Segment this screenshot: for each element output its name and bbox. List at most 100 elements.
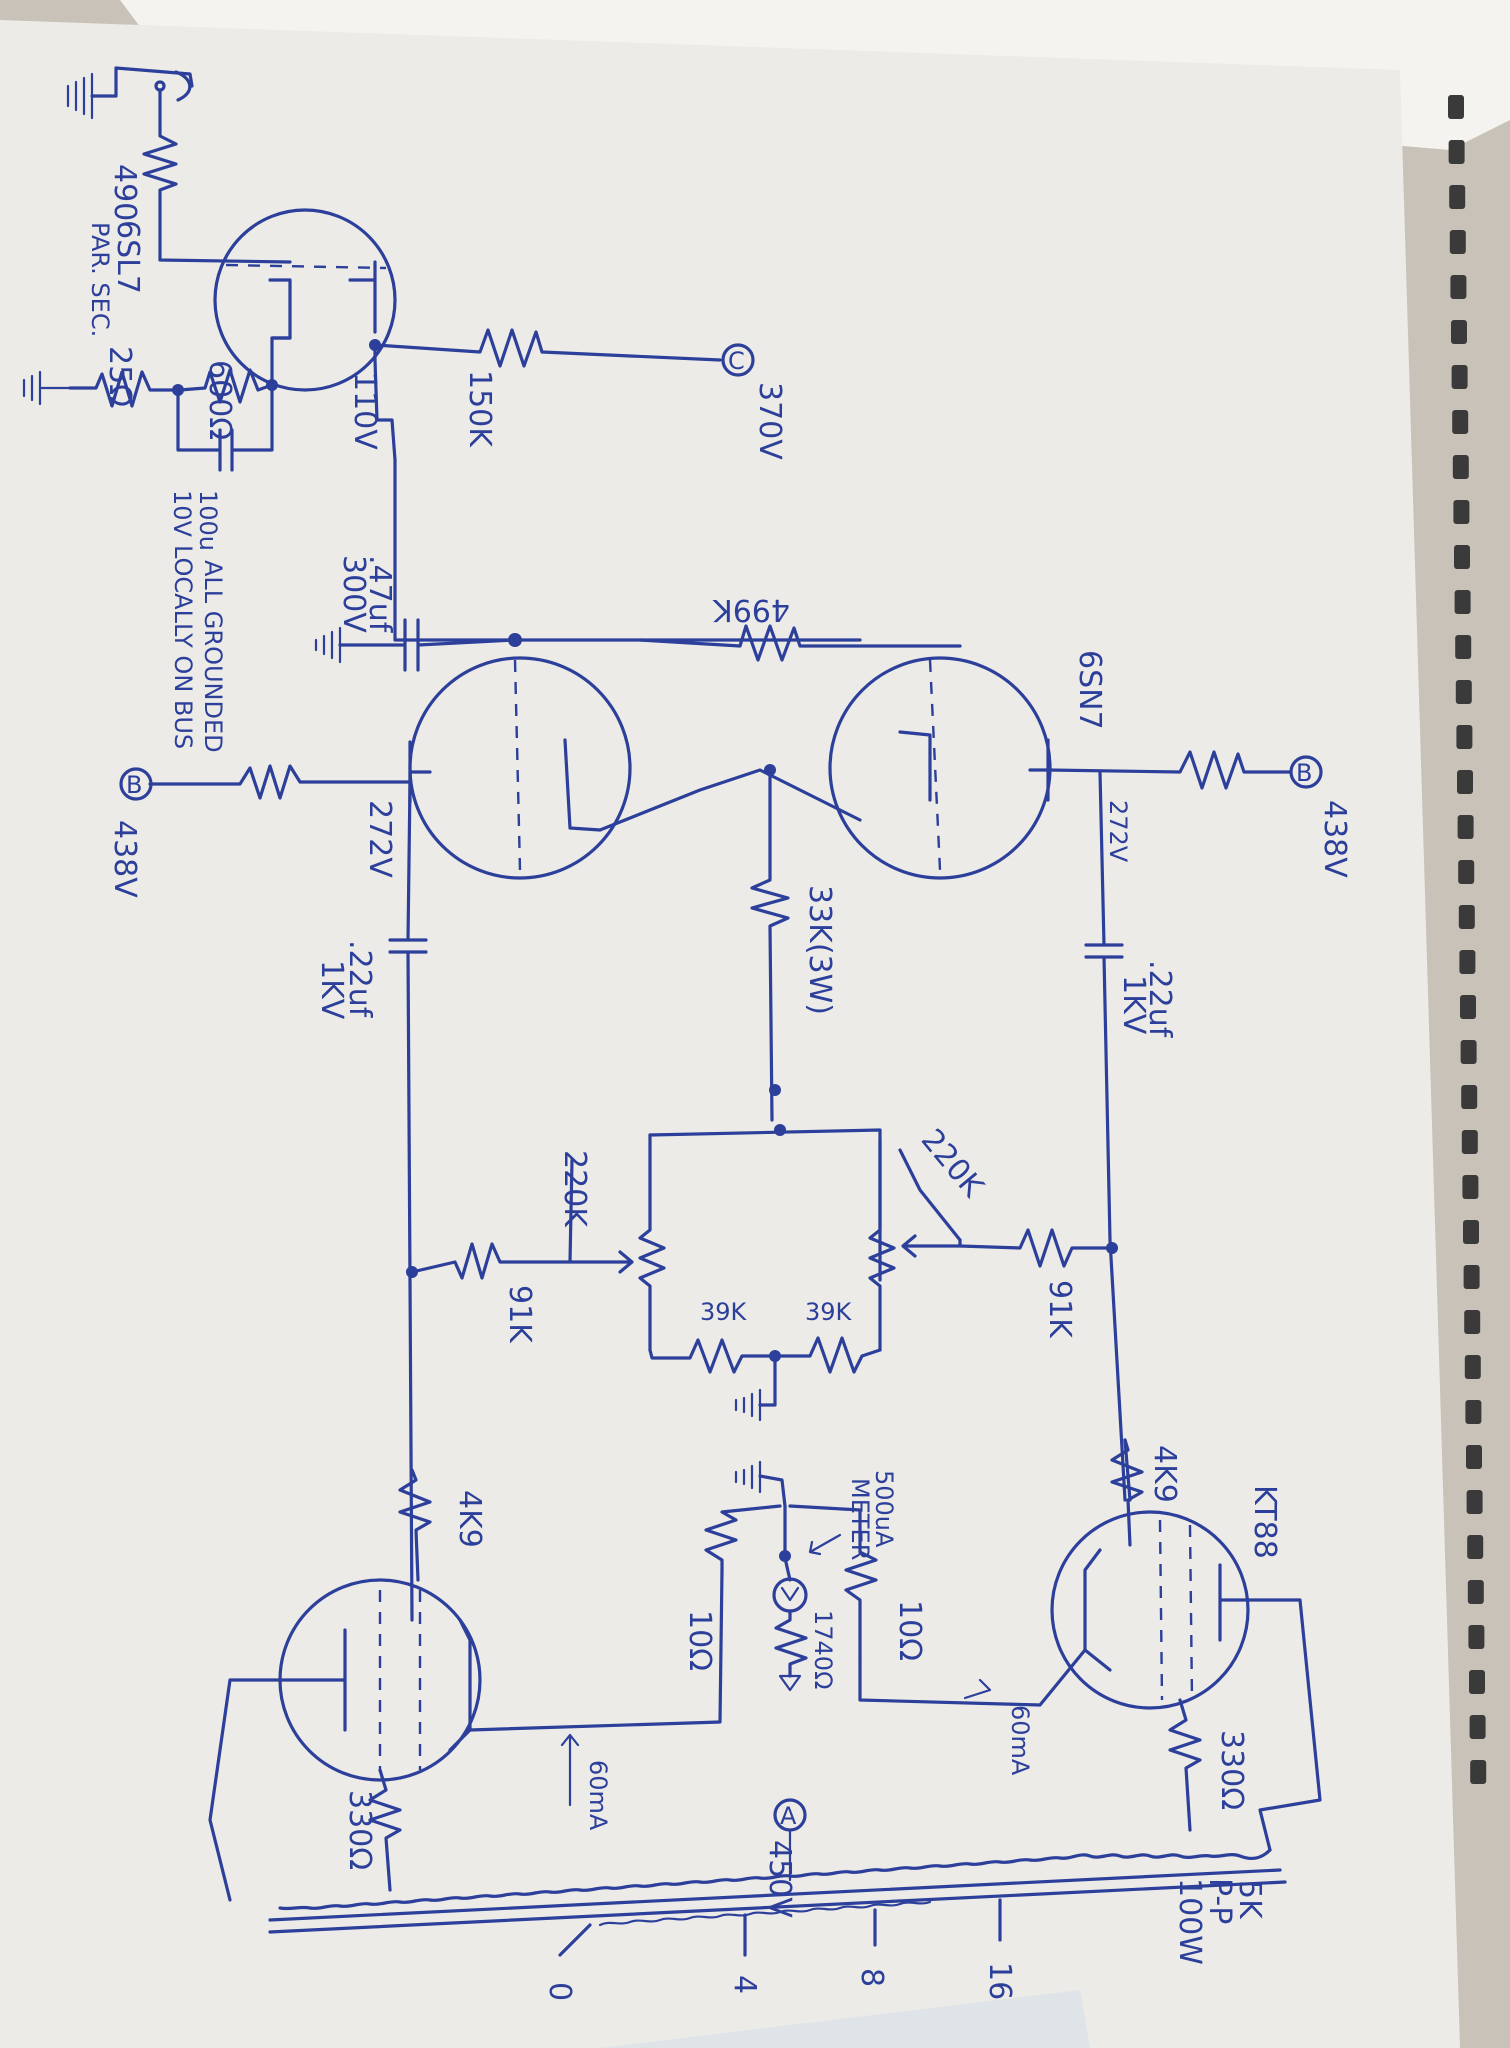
cap-cathode-v-label: 10V: [168, 490, 196, 538]
spiral-ring: [1459, 950, 1476, 974]
circuit-schematic: 490 6SL7 PAR. SEC. 110V 150K C 370V 600Ω…: [22, 66, 1352, 2001]
r-cathode-bottom-label: 25Ω: [102, 346, 137, 407]
spiral-ring: [1463, 1265, 1480, 1289]
tube-cathode: [448, 1618, 472, 1752]
tube-cathode: [898, 730, 932, 802]
r-grid-out-right-label: 91K: [1042, 1280, 1077, 1339]
tap-4-label: 4: [727, 1975, 762, 1994]
resistor-4k9-left: [398, 1468, 432, 1582]
spiral-ring: [1469, 1715, 1486, 1739]
junction: [774, 1124, 786, 1136]
spiral-ring: [1457, 770, 1473, 794]
r-screen-left-label: 330Ω: [342, 1790, 377, 1870]
tap-0-label: 0: [542, 1982, 577, 2001]
resistor-4k9-right: [1110, 1438, 1144, 1547]
node-b-right-letter: B: [1296, 759, 1312, 787]
spiral-ring: [1466, 1445, 1482, 1469]
spiral-ring: [1451, 320, 1467, 344]
r-cathode-top-label: 600Ω: [202, 360, 237, 440]
node-b-left-letter: B: [126, 771, 142, 799]
tube-6sn7-label: 6SN7: [1072, 650, 1107, 730]
wire-plate-right: [1258, 1598, 1322, 1852]
spiral-ring: [1467, 1580, 1484, 1604]
resistor-25: [68, 370, 180, 408]
rail-b-right-label: 438V: [1317, 800, 1352, 878]
ground-symbol: [734, 1460, 762, 1494]
spiral-ring: [1469, 1670, 1485, 1694]
spiral-ring: [1454, 590, 1471, 614]
r-grid-out-left-label: 91K: [502, 1285, 537, 1344]
r-plate-in-label: 150K: [462, 370, 497, 448]
node-a-letter: A: [780, 1802, 797, 1830]
resistor-39k-pair: [648, 1336, 882, 1374]
resistor-b-left: [148, 764, 412, 800]
ot-spec-2: P-P: [1202, 1878, 1237, 1924]
spiral-ring: [1449, 185, 1466, 209]
spiral-ring: [1448, 95, 1464, 119]
wire-plate: [373, 343, 397, 462]
tube-grid: [1188, 1524, 1194, 1701]
wire-cathode-tie: [598, 768, 862, 832]
cap-47uf: [338, 618, 517, 672]
cap-couple-left-v-label: 1KV: [314, 960, 349, 1020]
tube-plate: [288, 1628, 347, 1732]
resistor-330-left: [368, 1768, 402, 1892]
ot-core-line-2: [268, 1880, 1287, 1934]
pot-220k-right: [868, 1138, 896, 1352]
spiral-ring: [1465, 1400, 1482, 1424]
v-plate-in-label: 110V: [347, 372, 382, 450]
ground-note-1: ALL GROUNDED: [199, 560, 227, 753]
spiral-ring: [1452, 410, 1469, 434]
cap-100u: [176, 383, 274, 472]
v-plate-drv-left-label: 272V: [362, 800, 397, 878]
r-meter-label: 1740Ω: [809, 1610, 837, 1689]
tube-grid: [1158, 1519, 1164, 1701]
r-sense-right-label: 10Ω: [892, 1600, 927, 1661]
spiral-ring: [1455, 635, 1472, 659]
spiral-ring: [1464, 1355, 1481, 1379]
cap-bypass-v-label: 300V: [336, 555, 371, 633]
cap-couple-right-v-label: 1KV: [1116, 975, 1151, 1035]
ground-symbol: [66, 72, 94, 120]
tube-kt88-label: KT88: [1247, 1485, 1282, 1559]
rail-b-left-label: 438V: [107, 820, 142, 898]
input-jack-shell: [174, 70, 192, 102]
current-arrow-right: [963, 1678, 992, 1700]
tube-plate: [348, 260, 377, 334]
spiral-ring: [1462, 1175, 1479, 1199]
spiral-ring: [1453, 500, 1470, 524]
current-arrow-left: [560, 1733, 580, 1807]
cap-cathode-label: 100u: [194, 490, 222, 551]
meter-word-label: METER: [846, 1478, 874, 1560]
rail-c-label: 370V: [752, 382, 787, 460]
resistor-1740-arrow: [778, 1674, 802, 1692]
input-stage: 490 6SL7 PAR. SEC. 110V 150K C 370V 600Ω…: [22, 66, 787, 551]
tap-16-label: 16: [982, 1962, 1017, 2000]
ground-note-2: LOCALLY ON BUS: [169, 545, 197, 749]
r-sense-left-label: 10Ω: [682, 1610, 717, 1671]
wire-cathode-right: [858, 1648, 1087, 1707]
cap-couple-left-label: .22uf: [342, 940, 377, 1019]
spiral-ring: [1456, 725, 1473, 749]
v-plate-drv-right-label: 272V: [1104, 800, 1132, 863]
wire-right-couple: [1084, 770, 1127, 1502]
tube-kt88-right: [1050, 1510, 1250, 1710]
ruler: [600, 1990, 1090, 2048]
ot-core-line-1: [268, 1868, 1282, 1922]
resistor-10-right: [788, 1504, 878, 1662]
resistor-330-right: [1168, 1698, 1202, 1832]
r-tail-label: 33K(3W): [802, 885, 837, 1015]
spiral-ring: [1448, 140, 1465, 164]
resistor-499k: [638, 624, 962, 662]
resistor-b-right: [1046, 750, 1292, 790]
ot-secondary: [598, 1900, 932, 1927]
spiral-ring: [1458, 905, 1475, 929]
r-grid-stop-left-label: 4K9: [452, 1490, 487, 1548]
pot-right-arrow: [898, 1148, 962, 1242]
node-c-letter: C: [728, 347, 745, 375]
meter-network: 10Ω 10Ω 1740Ω 500uA METER: [682, 1460, 927, 1692]
spiral-ring: [1454, 545, 1470, 569]
spiral-ring: [1470, 1760, 1487, 1784]
spiral-ring: [1461, 1130, 1478, 1154]
spiral-ring: [1464, 1310, 1481, 1334]
